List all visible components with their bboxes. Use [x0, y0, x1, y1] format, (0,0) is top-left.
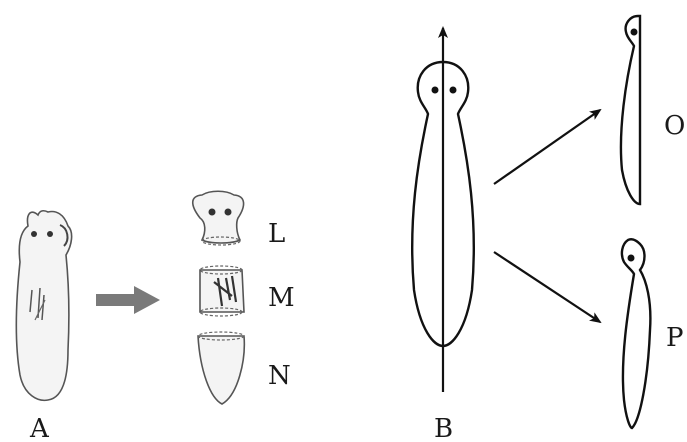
- half-p-eye: [628, 255, 635, 262]
- arrow-to-p: [494, 252, 600, 322]
- worm-b-drawing: [412, 28, 474, 392]
- piece-head-eye-left: [209, 209, 216, 216]
- label-a: A: [29, 414, 50, 442]
- half-o: [621, 16, 640, 204]
- piece-tail: [198, 332, 244, 404]
- label-m: M: [268, 283, 295, 313]
- arrow-to-o: [494, 110, 600, 184]
- worm-a-drawing: [16, 211, 71, 401]
- label-p: P: [666, 323, 684, 353]
- piece-middle: [200, 266, 244, 316]
- worm-b-eye-right: [450, 87, 457, 94]
- cut-arrow: [96, 286, 160, 314]
- label-l: L: [268, 219, 285, 249]
- piece-head: [193, 191, 244, 245]
- label-n: N: [268, 361, 291, 391]
- half-o-eye: [631, 29, 638, 36]
- label-o: O: [664, 111, 685, 141]
- worm-b-eye-left: [432, 87, 439, 94]
- piece-head-eye-right: [225, 209, 232, 216]
- label-b: B: [434, 414, 453, 442]
- worm-a-eye-left: [31, 231, 37, 237]
- worm-a-eye-right: [47, 231, 53, 237]
- half-p: [622, 239, 650, 428]
